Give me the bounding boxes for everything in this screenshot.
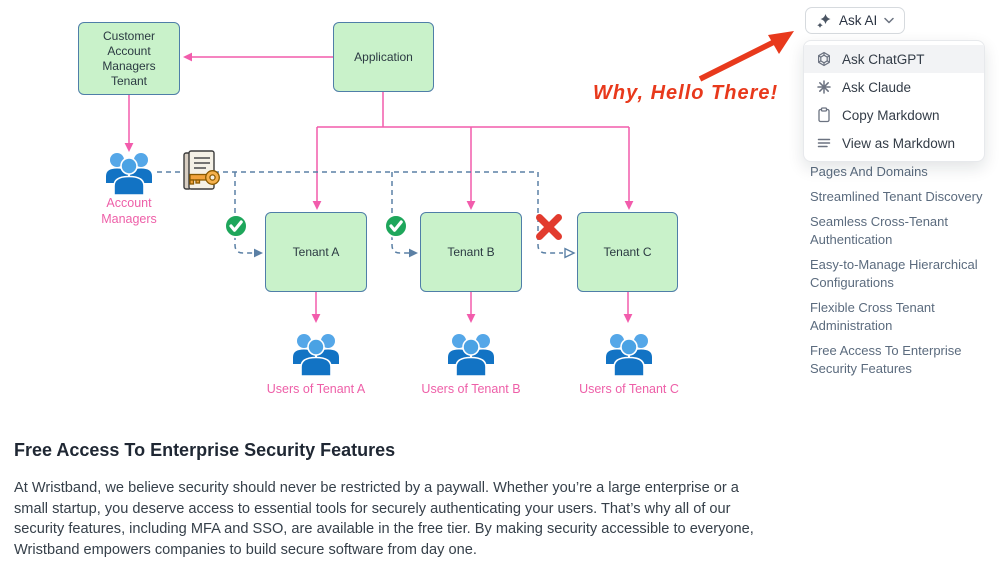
toc-item-pages-and-domains[interactable]: Pages And Domains [810,164,928,179]
cross-icon-tenant-c [536,214,562,240]
annotation-text: Why, Hello There! [593,82,779,104]
toc-item-seamless-cross-tenant-authentication[interactable]: Seamless Cross-Tenant Authentication [810,214,948,247]
chevron-down-icon [884,17,895,24]
label-users-of-tenant-a: Users of Tenant A [266,382,366,396]
label-users-of-tenant-c: Users of Tenant C [579,382,679,396]
pink-links [128,56,630,317]
label-users-of-tenant-b: Users of Tenant B [421,382,521,396]
users-tenant-b-icon [447,333,495,377]
menu-item-label: Ask Claude [842,79,912,95]
annotation-arrow [698,31,794,82]
toc-item-easy-to-manage-hierarchical-configurations[interactable]: Easy-to-Manage Hierarchical Configuratio… [810,257,978,290]
toc-item-flexible-cross-tenant-administration[interactable]: Flexible Cross Tenant Administration [810,300,935,333]
section-heading: Free Access To Enterprise Security Featu… [14,440,396,460]
check-icon-tenant-b [383,213,409,239]
account-managers-icon [105,152,153,196]
node-tenant-b: Tenant B [420,212,522,292]
menu-item-view-as-markdown[interactable]: View as Markdown [804,129,984,157]
section-paragraph: At Wristband, we believe security should… [14,480,754,558]
node-customer-account-managers-tenant: Customer Account Managers Tenant [78,22,180,95]
menu-item-label: Ask ChatGPT [842,51,925,67]
access-credentials-icon [183,150,220,190]
sparkles-icon [817,13,831,28]
lines-icon [817,138,831,148]
article-section: Free Access To Enterprise Security Featu… [14,440,764,560]
pink-arrowheads [124,52,634,323]
ask-ai-label: Ask AI [839,13,878,28]
menu-item-label: Copy Markdown [842,107,940,123]
ask-ai-button[interactable]: Ask AI [805,7,906,34]
clipboard-icon [818,107,830,123]
menu-item-label: View as Markdown [842,135,956,151]
menu-item-copy-markdown[interactable]: Copy Markdown [804,101,984,129]
node-tenant-c: Tenant C [577,212,678,292]
check-icon-tenant-a [223,213,249,239]
claude-icon [817,80,831,94]
menu-item-ask-claude[interactable]: Ask Claude [804,73,984,101]
users-tenant-a-icon [292,333,340,377]
users-tenant-c-icon [605,333,653,377]
ask-ai-dropdown-menu: Ask ChatGPT Ask Claude Copy Markdown [803,40,985,162]
toc-item-streamlined-tenant-discovery[interactable]: Streamlined Tenant Discovery [810,189,983,204]
table-of-contents: Pages And Domains Streamlined Tenant Dis… [810,163,990,385]
node-tenant-a: Tenant A [265,212,367,292]
label-account-managers: Account Managers [101,196,157,226]
openai-icon [818,51,830,67]
menu-item-ask-chatgpt[interactable]: Ask ChatGPT [804,45,984,73]
node-application: Application [333,22,434,92]
toc-item-free-access-to-enterprise-security-features[interactable]: Free Access To Enterprise Security Featu… [810,343,962,376]
